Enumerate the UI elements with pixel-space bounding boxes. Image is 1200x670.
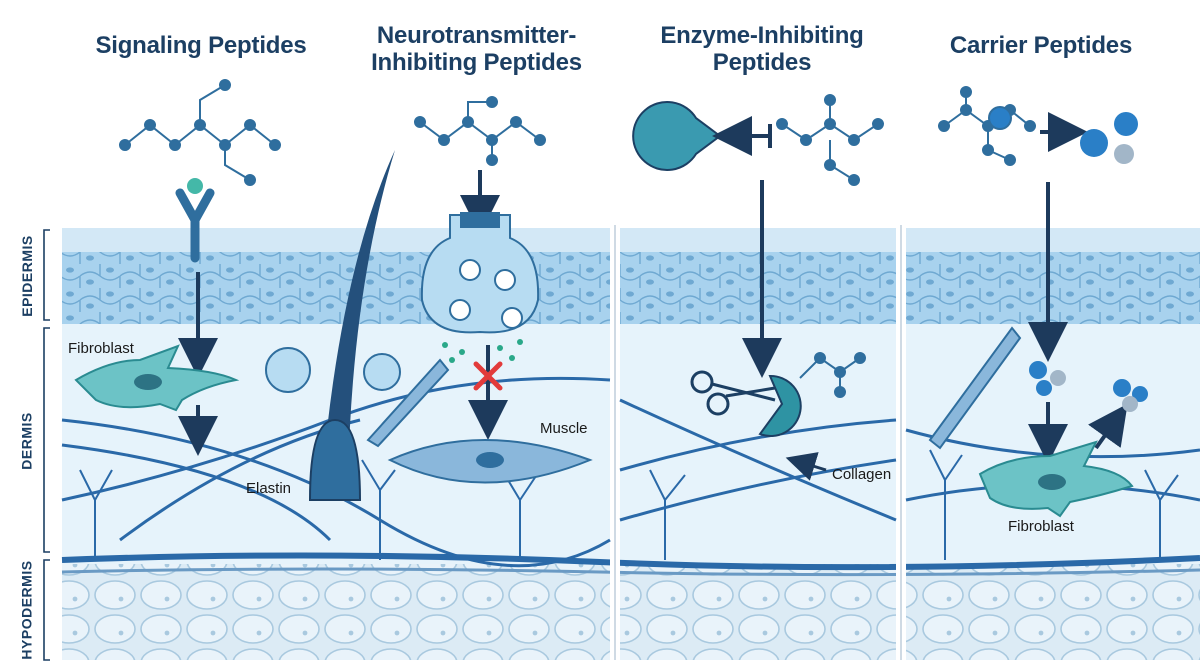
blocked-enzyme-icon — [758, 374, 802, 437]
layer-label-dermis: DERMIS — [19, 412, 36, 470]
hair-shaft — [322, 150, 395, 480]
arrector-muscle — [366, 358, 450, 448]
ion-cluster-2 — [1113, 379, 1148, 412]
panel-title-enzyme: Enzyme-Inhibiting Peptides — [660, 22, 864, 76]
label-elastin: Elastin — [246, 480, 292, 497]
neurotransmitter-panel-art — [265, 96, 593, 501]
hair-follicle — [308, 418, 362, 501]
enzyme-pacman-icon — [632, 101, 722, 171]
copper-ions-icon — [1080, 112, 1138, 164]
carrier-peptide-molecule — [938, 86, 1036, 166]
neurotransmitter-vesicles — [449, 259, 523, 329]
label-collagen: Collagen — [832, 466, 892, 483]
sebaceous-gland — [265, 347, 401, 393]
capillaries — [79, 449, 1179, 560]
skin-cross-section — [61, 228, 1200, 660]
layer-label-epidermis: EPIDERMIS — [19, 235, 36, 317]
neurotransmitter-peptide-molecule — [414, 96, 546, 166]
receptor-icon — [175, 188, 215, 263]
label-muscle: Muscle — [540, 420, 588, 437]
label-fibroblast-1: Fibroblast — [68, 340, 134, 357]
carrier-panel-art — [928, 86, 1148, 518]
enzyme-panel-art — [632, 94, 884, 481]
signaling-panel-art — [74, 79, 281, 456]
label-fibroblast-2: Fibroblast — [1008, 518, 1074, 535]
enzyme-inhibitor-molecule — [776, 94, 884, 186]
panel-title-neurotransmitter: Neurotransmitter-Inhibiting Peptides — [371, 22, 582, 76]
inhibit-cross-icon — [473, 361, 503, 391]
scissors-icon — [690, 370, 776, 416]
panel-title-signaling: Signaling Peptides — [95, 32, 307, 59]
panel-dividers — [610, 220, 906, 670]
layer-label-hypodermis: HYPODERMIS — [19, 560, 35, 660]
ion-cluster-1 — [1029, 361, 1066, 396]
panel-title-carrier: Carrier Peptides — [949, 32, 1133, 59]
signaling-peptide-molecule — [119, 79, 281, 186]
layer-brackets — [43, 229, 50, 661]
